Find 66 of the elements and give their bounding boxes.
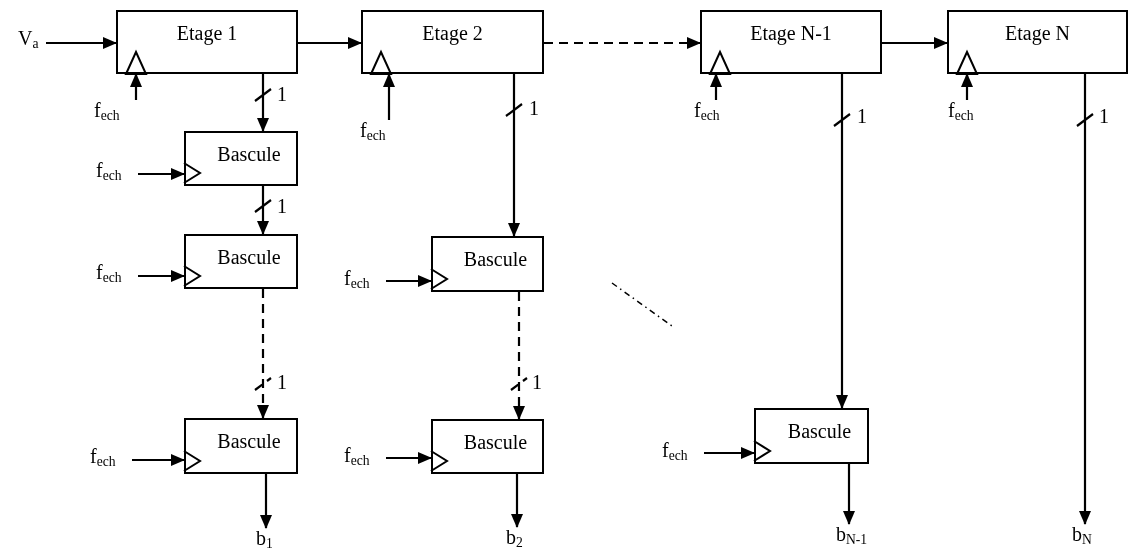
arrow	[882, 37, 948, 49]
signal-label: b$_{N}$	[1072, 524, 1106, 550]
stage-box	[361, 10, 544, 74]
flip-flop-box	[754, 408, 869, 464]
arrow	[509, 290, 529, 421]
box-label: Bascule	[463, 249, 528, 269]
box-label: Bascule	[217, 143, 281, 164]
signal-label: f$_{ech}$	[694, 100, 734, 126]
edge-label: 1	[276, 84, 288, 104]
arrow	[704, 447, 755, 459]
edge-label: 1	[276, 372, 288, 392]
arrow	[386, 452, 432, 464]
arrow	[253, 287, 273, 420]
edge-label: 1	[1098, 106, 1110, 126]
edge-label: 1	[276, 196, 288, 216]
edge-label: 1	[528, 98, 540, 118]
flip-flop-box	[184, 131, 298, 186]
arrow	[544, 37, 701, 49]
arrow	[130, 73, 142, 100]
arrow	[386, 275, 432, 287]
signal-label: b$_{2}$	[506, 527, 530, 553]
arrow	[260, 474, 272, 529]
edge-label: 1	[856, 106, 868, 126]
stage-box	[947, 10, 1128, 74]
edge-label: 1	[531, 372, 543, 392]
signal-label: f$_{ech}$	[344, 268, 386, 294]
signal-label: f$_{ech}$	[96, 262, 138, 288]
box-label: Bascule	[463, 431, 528, 452]
arrow	[253, 72, 273, 133]
stage-box	[116, 10, 298, 74]
flip-flop-box	[431, 419, 544, 474]
arrow	[138, 270, 185, 282]
box-label: Etage N-1	[750, 23, 832, 43]
signal-label: b$_{1}$	[256, 528, 280, 554]
flip-flop-box	[184, 234, 298, 289]
box-label: Etage 2	[422, 23, 483, 43]
signal-label: f$_{ech}$	[94, 100, 134, 126]
arrow	[843, 464, 855, 525]
box-label: Etage N	[1005, 23, 1070, 43]
arrow	[46, 37, 117, 49]
box-label: Bascule	[217, 431, 281, 451]
signal-label: f$_{ech}$	[96, 160, 138, 186]
arrow	[253, 184, 273, 236]
box-label: Bascule	[787, 421, 852, 441]
signal-label: f$_{ech}$	[344, 445, 386, 471]
arrow	[832, 72, 852, 410]
signal-label: f$_{ech}$	[948, 100, 988, 126]
signal-label: V$_{a}$	[18, 28, 46, 54]
box-label: Bascule	[217, 246, 281, 267]
signal-label: b$_{N-1}$	[836, 524, 884, 550]
arrow	[511, 474, 523, 528]
arrow	[710, 73, 722, 100]
signal-label: f$_{ech}$	[90, 446, 132, 472]
signal-label: f$_{ech}$	[360, 120, 400, 146]
arrow	[132, 454, 185, 466]
arrow	[961, 73, 973, 100]
stage-box	[700, 10, 882, 74]
arrow	[138, 168, 185, 180]
flip-flop-box	[431, 236, 544, 292]
box-label: Etage 1	[176, 23, 238, 43]
arrow	[383, 73, 395, 120]
arrow	[1075, 72, 1095, 526]
signal-label: f$_{ech}$	[662, 440, 704, 466]
flip-flop-box	[184, 418, 298, 474]
arrow	[504, 72, 524, 238]
arrow	[298, 37, 362, 49]
